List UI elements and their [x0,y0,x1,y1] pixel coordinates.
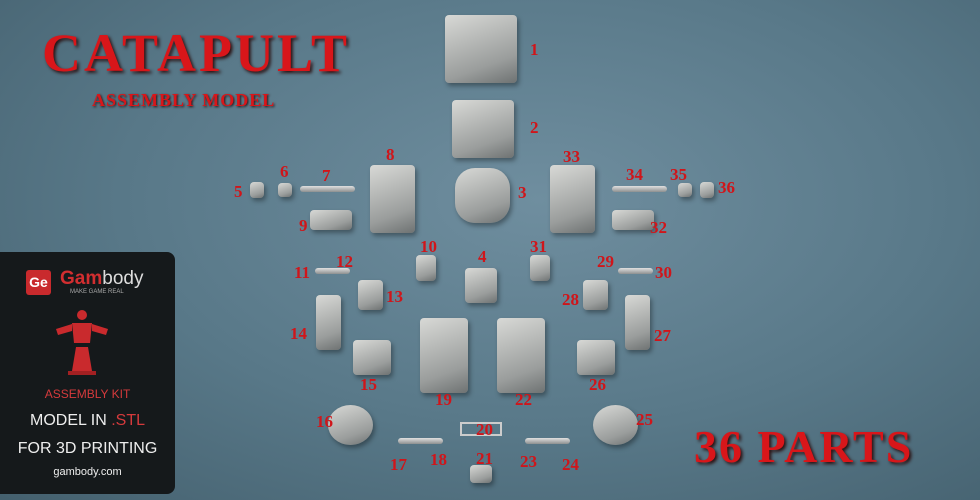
part-number-label: 32 [650,218,667,237]
part-number-label: 8 [386,145,395,164]
part-17 [398,438,443,444]
part-22 [497,318,545,393]
part-35 [678,183,692,197]
parts-count: 36 PARTS [694,421,914,472]
part-number-label: 6 [280,162,289,181]
part-number-label: 29 [597,252,614,271]
part-32 [612,210,654,230]
part-number-label: 30 [655,263,672,282]
brand-name: Gambody [60,268,144,289]
part-left-pod [370,165,415,233]
part-31 [530,255,550,281]
title: CATAPULT [42,23,351,83]
part-number-label: 36 [718,178,735,197]
part-number-label: 2 [530,118,539,137]
subtitle: ASSEMBLY MODEL [92,90,276,110]
part-number-label: 1 [530,40,539,59]
part-20 [460,422,502,436]
figure-icon [56,310,108,375]
assembly-kit-label: ASSEMBLY KIT [44,387,131,401]
part-number-label: 16 [316,412,333,431]
part-30 [618,268,653,274]
part-right-pod [550,165,595,233]
part-rod-7 [300,186,355,192]
part-number-label: 35 [670,165,687,184]
part-19 [420,318,468,393]
part-10 [416,255,436,281]
website-link[interactable]: gambody.com [53,466,122,478]
part-number-label: 5 [234,182,243,201]
part-number-label: 31 [530,237,547,256]
part-number-label: 18 [430,450,447,469]
part-number-label: 15 [360,375,377,394]
part-14 [316,295,341,350]
part-15 [353,340,391,375]
part-number-label: 7 [322,166,331,185]
part-number-label: 13 [386,287,403,306]
part-number-label: 14 [290,324,307,343]
part-21 [470,465,492,483]
part-16 [328,405,373,445]
part-23 [525,438,570,444]
part-torso [455,168,510,223]
part-26 [577,340,615,375]
gambody-logo-icon: Ge [26,270,51,295]
part-27 [625,295,650,350]
part-number-label: 4 [478,247,487,266]
part-number-label: 9 [299,216,308,235]
part-number-label: 17 [390,455,407,474]
part-number-label: 24 [562,455,579,474]
part-number-label: 20 [476,420,493,439]
part-number-label: 19 [435,390,452,409]
gambody-panel: Ge Gambody MAKE GAME REAL ASSEMBLY KIT M… [0,252,175,494]
part-number-label: 34 [626,165,643,184]
part-number-label: 12 [336,252,353,271]
brand-tagline: MAKE GAME REAL [70,289,124,295]
part-number-label: 11 [294,263,311,282]
part-number-label: 33 [563,147,580,166]
part-number-label: 22 [515,390,532,409]
part-36 [700,182,714,198]
part-number-label: 27 [654,326,671,345]
part-28 [583,280,608,310]
part-head [445,15,517,83]
part-4 [465,268,497,303]
part-number-label: 23 [520,452,537,471]
part-number-label: 26 [589,375,606,394]
printing-label: FOR 3D PRINTING [17,440,158,457]
part-number-label: 21 [476,449,493,468]
part-number-label: 25 [636,410,653,429]
part-11 [315,268,350,274]
part-25 [593,405,638,445]
part-9 [310,210,352,230]
part-rod-34 [612,186,667,192]
part-number-label: 10 [420,237,437,256]
part-cockpit [452,100,514,158]
part-6 [278,183,292,197]
part-number-label: 3 [518,183,527,202]
part-5 [250,182,264,198]
part-13 [358,280,383,310]
part-number-label: 28 [562,290,579,309]
model-format: MODEL IN .STL [30,412,145,429]
